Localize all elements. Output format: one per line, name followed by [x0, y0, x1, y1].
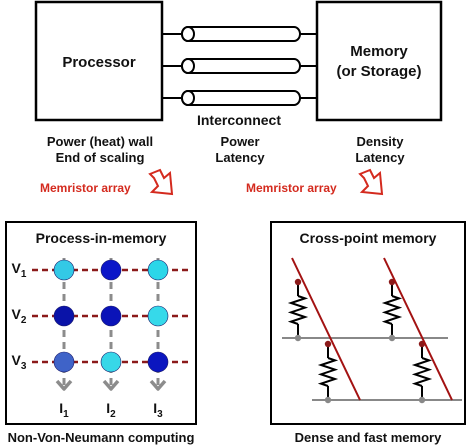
col-arrow-i3 — [149, 379, 167, 391]
pim-title: Process-in-memory — [35, 230, 167, 246]
row-label-v3: V3 — [11, 352, 27, 372]
col-arrow-i2 — [102, 379, 120, 391]
processor-note-1: Power (heat) wall — [46, 134, 154, 149]
memristor-label-right: Memristor array — [246, 181, 337, 195]
memristor-node-r1-c1 — [53, 259, 75, 281]
processor-box — [34, 0, 164, 122]
interconnect-cable-1 — [162, 26, 317, 42]
row-label-v1: V1 — [11, 260, 27, 280]
interconnect-cable-3 — [162, 90, 317, 106]
memristor-node-r1-c2 — [100, 259, 122, 281]
memristor-node-r1-c3 — [147, 259, 169, 281]
memristor-node-r3-c3 — [147, 351, 169, 373]
memory-note-2: Latency — [355, 150, 405, 165]
crosspoint-caption: Dense and fast memory — [294, 430, 442, 445]
memristor-node-r2-c3 — [147, 305, 169, 327]
interconnect-wires — [162, 26, 317, 106]
crosspoint-array — [282, 257, 462, 404]
memristor-node-r3-c1 — [53, 351, 75, 373]
crosspoint-title: Cross-point memory — [299, 230, 437, 246]
pim-grid — [32, 258, 188, 391]
memory-label-line2: (or Storage) — [336, 63, 422, 80]
cell-upper-right — [381, 278, 403, 342]
processor-note-2: End of scaling — [55, 150, 145, 165]
pim-panel — [5, 221, 197, 425]
cell-lower-left — [317, 340, 339, 404]
memory-box — [315, 0, 443, 122]
diagonal-wire-right — [383, 257, 453, 401]
memristor-arrow-left — [148, 168, 174, 196]
memristor-node-r2-c1 — [53, 305, 75, 327]
crosspoint-panel — [270, 221, 466, 425]
row-label-v2: V2 — [11, 306, 27, 326]
col-label-i3: I3 — [153, 400, 163, 420]
col-label-i1: I1 — [59, 400, 69, 420]
memory-note-1: Density — [356, 134, 404, 149]
cell-upper-left — [287, 278, 309, 342]
col-arrow-i1 — [55, 379, 73, 391]
interconnect-label: Interconnect — [196, 112, 281, 128]
processor-label: Processor — [62, 54, 136, 71]
interconnect-note-1: Power — [220, 134, 260, 149]
interconnect-note-2: Latency — [215, 150, 265, 165]
memristor-node-r3-c2 — [100, 351, 122, 373]
pim-caption: Non-Von-Neumann computing — [7, 430, 195, 445]
memristor-node-r2-c2 — [100, 305, 122, 327]
memristor-label-left: Memristor array — [40, 181, 131, 195]
diagonal-wire-left — [291, 257, 361, 401]
interconnect-cable-2 — [162, 58, 317, 74]
memristor-arrow-right — [358, 168, 384, 196]
memory-label-line1: Memory — [350, 43, 408, 60]
col-label-i2: I2 — [106, 400, 116, 420]
